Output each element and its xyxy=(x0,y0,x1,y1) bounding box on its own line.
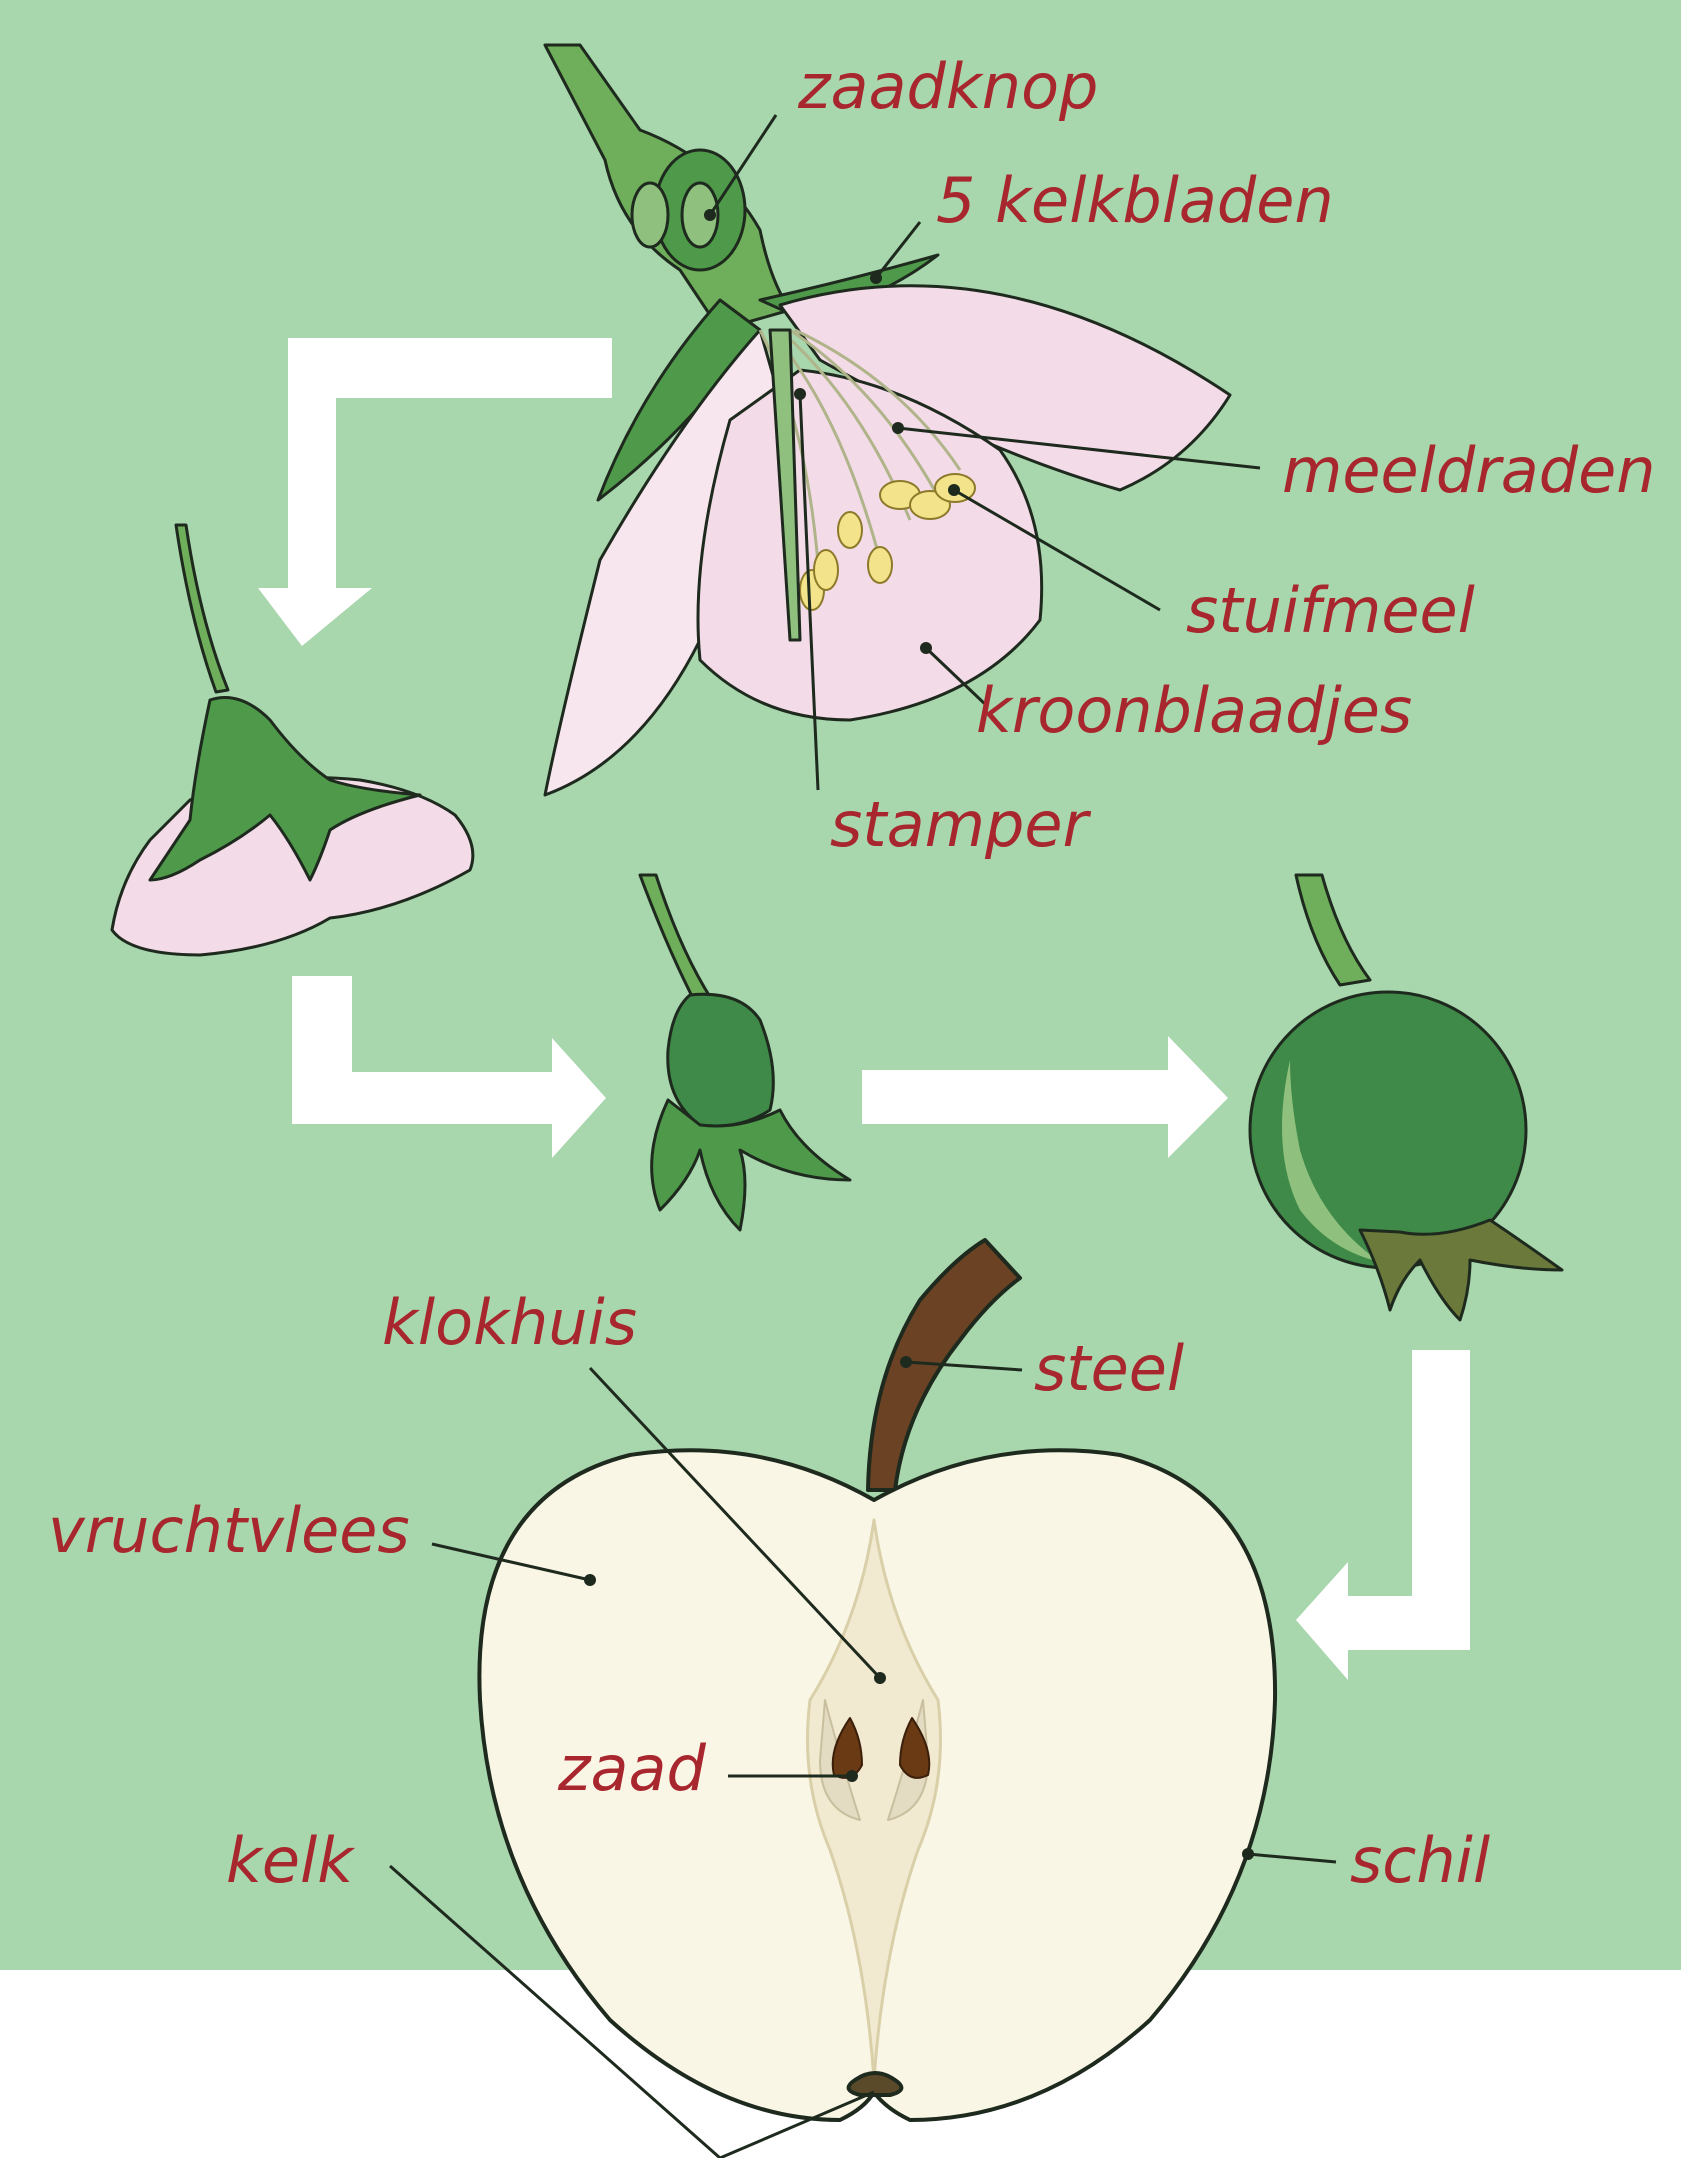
label-kroonblaadjes: kroonblaadjes xyxy=(976,674,1412,747)
label-stuifmeel: stuifmeel xyxy=(1186,574,1475,647)
label-kelk: kelk xyxy=(226,1824,355,1897)
label-vruchtvlees: vruchtvlees xyxy=(48,1494,410,1567)
label-steel: steel xyxy=(1034,1332,1184,1405)
label-schil: schil xyxy=(1350,1824,1490,1897)
label-klokhuis: klokhuis xyxy=(382,1286,637,1359)
label-zaad: zaad xyxy=(557,1732,707,1805)
label-kelkbladen: 5 kelkbladen xyxy=(936,164,1334,237)
label-stamper: stamper xyxy=(830,788,1092,861)
label-zaadknop: zaadknop xyxy=(797,50,1098,123)
label-meeldraden: meeldraden xyxy=(1282,434,1656,507)
